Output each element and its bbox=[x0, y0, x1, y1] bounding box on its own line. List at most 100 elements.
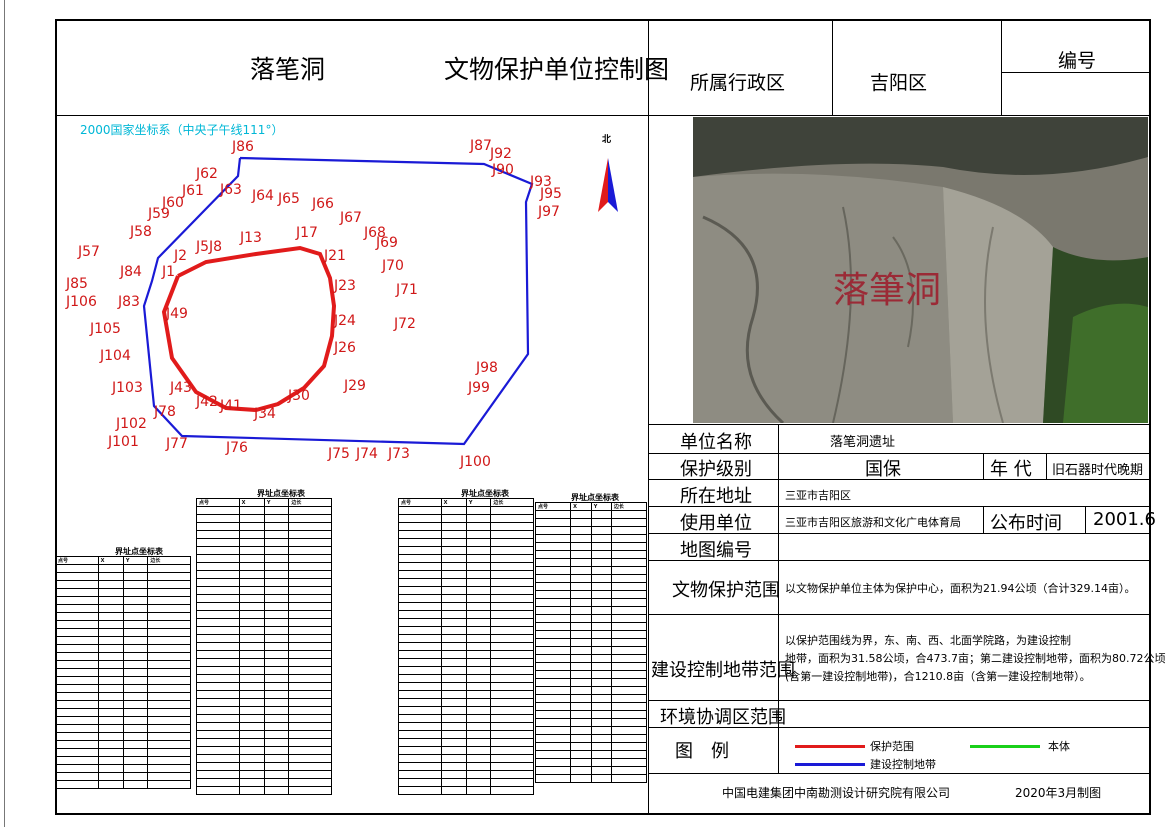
table-cell bbox=[590, 638, 612, 647]
map-label-j43: J43 bbox=[169, 380, 192, 396]
user-value: 三亚市吉阳区旅游和文化广电体育局 bbox=[785, 516, 961, 529]
table-cell bbox=[490, 658, 534, 667]
table-cell bbox=[570, 518, 592, 527]
table-cell bbox=[398, 738, 442, 747]
table-cell bbox=[570, 742, 592, 751]
table-cell bbox=[238, 778, 265, 787]
table-cell bbox=[122, 724, 149, 733]
table-cell bbox=[196, 714, 240, 723]
table-cell bbox=[122, 740, 149, 749]
table-cell bbox=[465, 514, 492, 523]
header-divider bbox=[55, 115, 1151, 116]
table-cell bbox=[440, 650, 467, 659]
table-cell bbox=[147, 660, 191, 669]
table-row bbox=[534, 678, 648, 687]
table-cell bbox=[610, 550, 648, 559]
table-row bbox=[398, 650, 534, 659]
user-col-line bbox=[983, 506, 984, 533]
table-cell bbox=[610, 598, 648, 607]
table-row bbox=[398, 690, 534, 699]
table-row bbox=[55, 612, 191, 621]
table-row bbox=[55, 700, 191, 709]
table-row bbox=[398, 618, 534, 627]
table-row bbox=[534, 622, 648, 631]
table-row bbox=[196, 730, 332, 739]
table-cell bbox=[398, 682, 442, 691]
table-cell bbox=[147, 684, 191, 693]
table-row bbox=[534, 598, 648, 607]
table-cell bbox=[238, 698, 265, 707]
table-cell bbox=[122, 756, 149, 765]
table-cell bbox=[610, 622, 648, 631]
table-row bbox=[398, 578, 534, 587]
table-cell bbox=[147, 716, 191, 725]
table-row bbox=[55, 644, 191, 653]
table-row bbox=[534, 606, 648, 615]
coord-table-header-cell: X bbox=[440, 498, 467, 507]
table-cell bbox=[288, 634, 332, 643]
table-cell bbox=[534, 766, 572, 775]
table-cell bbox=[440, 514, 467, 523]
table-cell bbox=[490, 722, 534, 731]
map-label-j97: J97 bbox=[537, 204, 560, 220]
table-cell bbox=[238, 546, 265, 555]
table-row bbox=[196, 546, 332, 555]
table-cell bbox=[238, 506, 265, 515]
map-label-j23: J23 bbox=[333, 278, 356, 294]
legend-protect-swatch bbox=[795, 745, 865, 748]
map-label-j59: J59 bbox=[147, 206, 170, 222]
map-label-j78: J78 bbox=[153, 404, 176, 420]
table-cell bbox=[196, 514, 240, 523]
table-cell bbox=[465, 674, 492, 683]
table-cell bbox=[465, 530, 492, 539]
table-cell bbox=[490, 730, 534, 739]
table-cell bbox=[610, 590, 648, 599]
table-cell bbox=[288, 674, 332, 683]
table-cell bbox=[610, 718, 648, 727]
table-cell bbox=[590, 766, 612, 775]
table-cell bbox=[55, 724, 99, 733]
map-label-j60: J60 bbox=[161, 195, 184, 211]
table-cell bbox=[196, 602, 240, 611]
table-cell bbox=[610, 614, 648, 623]
table-cell bbox=[490, 706, 534, 715]
table-cell bbox=[263, 682, 290, 691]
table-row bbox=[55, 668, 191, 677]
table-cell bbox=[97, 612, 124, 621]
table-cell bbox=[263, 586, 290, 595]
table-cell bbox=[610, 766, 648, 775]
table-row bbox=[534, 590, 648, 599]
table-row bbox=[196, 746, 332, 755]
table-cell bbox=[55, 660, 99, 669]
table-cell bbox=[55, 692, 99, 701]
table-cell bbox=[122, 564, 149, 573]
table-cell bbox=[196, 642, 240, 651]
table-row bbox=[398, 538, 534, 547]
table-cell bbox=[147, 652, 191, 661]
map-label-j98: J98 bbox=[475, 360, 498, 376]
table-cell bbox=[398, 514, 442, 523]
table-cell bbox=[196, 554, 240, 563]
table-cell bbox=[610, 566, 648, 575]
table-cell bbox=[610, 630, 648, 639]
table-cell bbox=[196, 754, 240, 763]
map-label-j101: J101 bbox=[107, 434, 139, 450]
table-cell bbox=[196, 746, 240, 755]
table-cell bbox=[534, 686, 572, 695]
table-cell bbox=[238, 586, 265, 595]
table-cell bbox=[288, 610, 332, 619]
table-cell bbox=[398, 594, 442, 603]
table-cell bbox=[534, 558, 572, 567]
table-row bbox=[398, 682, 534, 691]
table-row bbox=[398, 602, 534, 611]
table-cell bbox=[440, 698, 467, 707]
table-row bbox=[55, 588, 191, 597]
table-cell bbox=[465, 714, 492, 723]
table-cell bbox=[610, 742, 648, 751]
table-row bbox=[196, 634, 332, 643]
table-cell bbox=[440, 538, 467, 547]
table-cell bbox=[122, 572, 149, 581]
map-label-j86: J86 bbox=[231, 139, 254, 155]
table-cell bbox=[288, 778, 332, 787]
